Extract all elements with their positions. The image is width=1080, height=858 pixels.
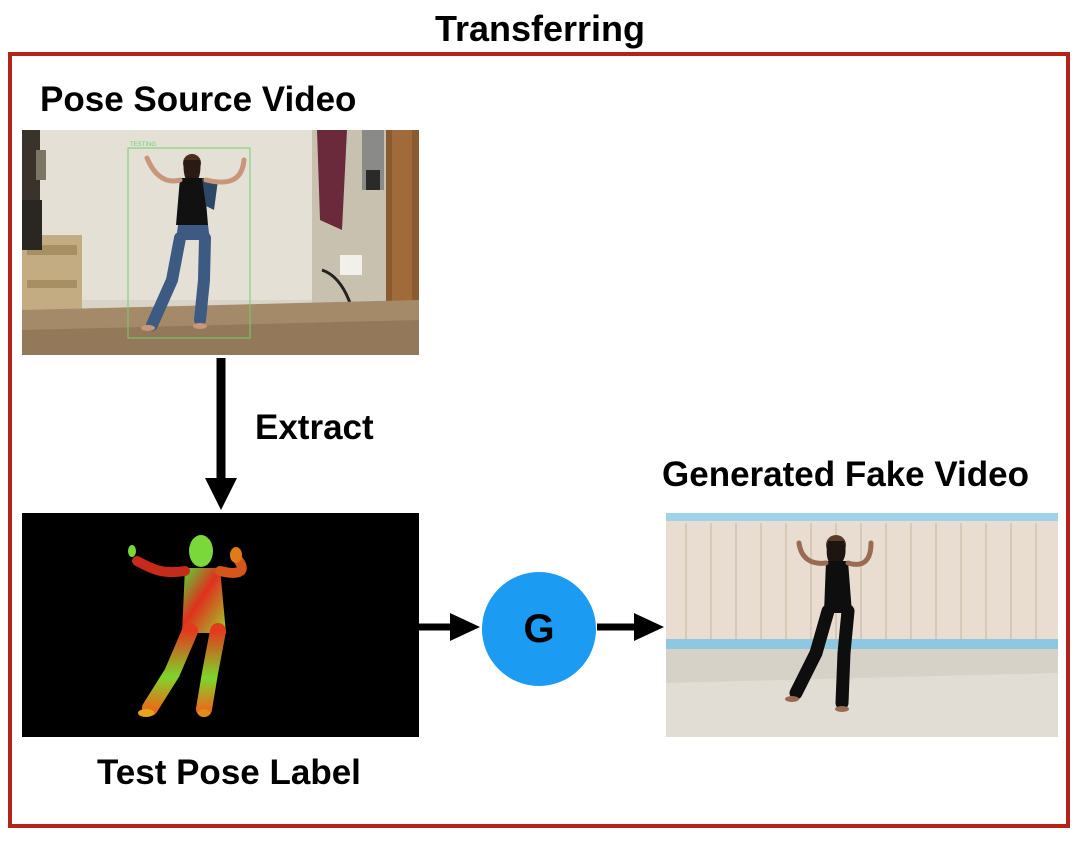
output-video-image bbox=[666, 513, 1058, 737]
output-video-frame bbox=[666, 513, 1058, 737]
extract-label: Extract bbox=[255, 408, 374, 447]
source-video-label: Pose Source Video bbox=[40, 80, 357, 119]
source-video-image: TESTING bbox=[22, 130, 419, 355]
source-video-frame: TESTING bbox=[22, 130, 419, 355]
output-video-label: Generated Fake Video bbox=[662, 455, 1030, 494]
pose-label-caption: Test Pose Label bbox=[97, 753, 361, 792]
transfer-frame bbox=[8, 52, 1070, 828]
diagram-title: Transferring bbox=[434, 8, 646, 49]
generator-node: G bbox=[482, 572, 596, 686]
svg-text:TESTING: TESTING bbox=[130, 142, 156, 148]
pose-label-image bbox=[128, 535, 247, 717]
pose-label-frame bbox=[22, 513, 419, 737]
generator-label: G bbox=[523, 606, 555, 651]
